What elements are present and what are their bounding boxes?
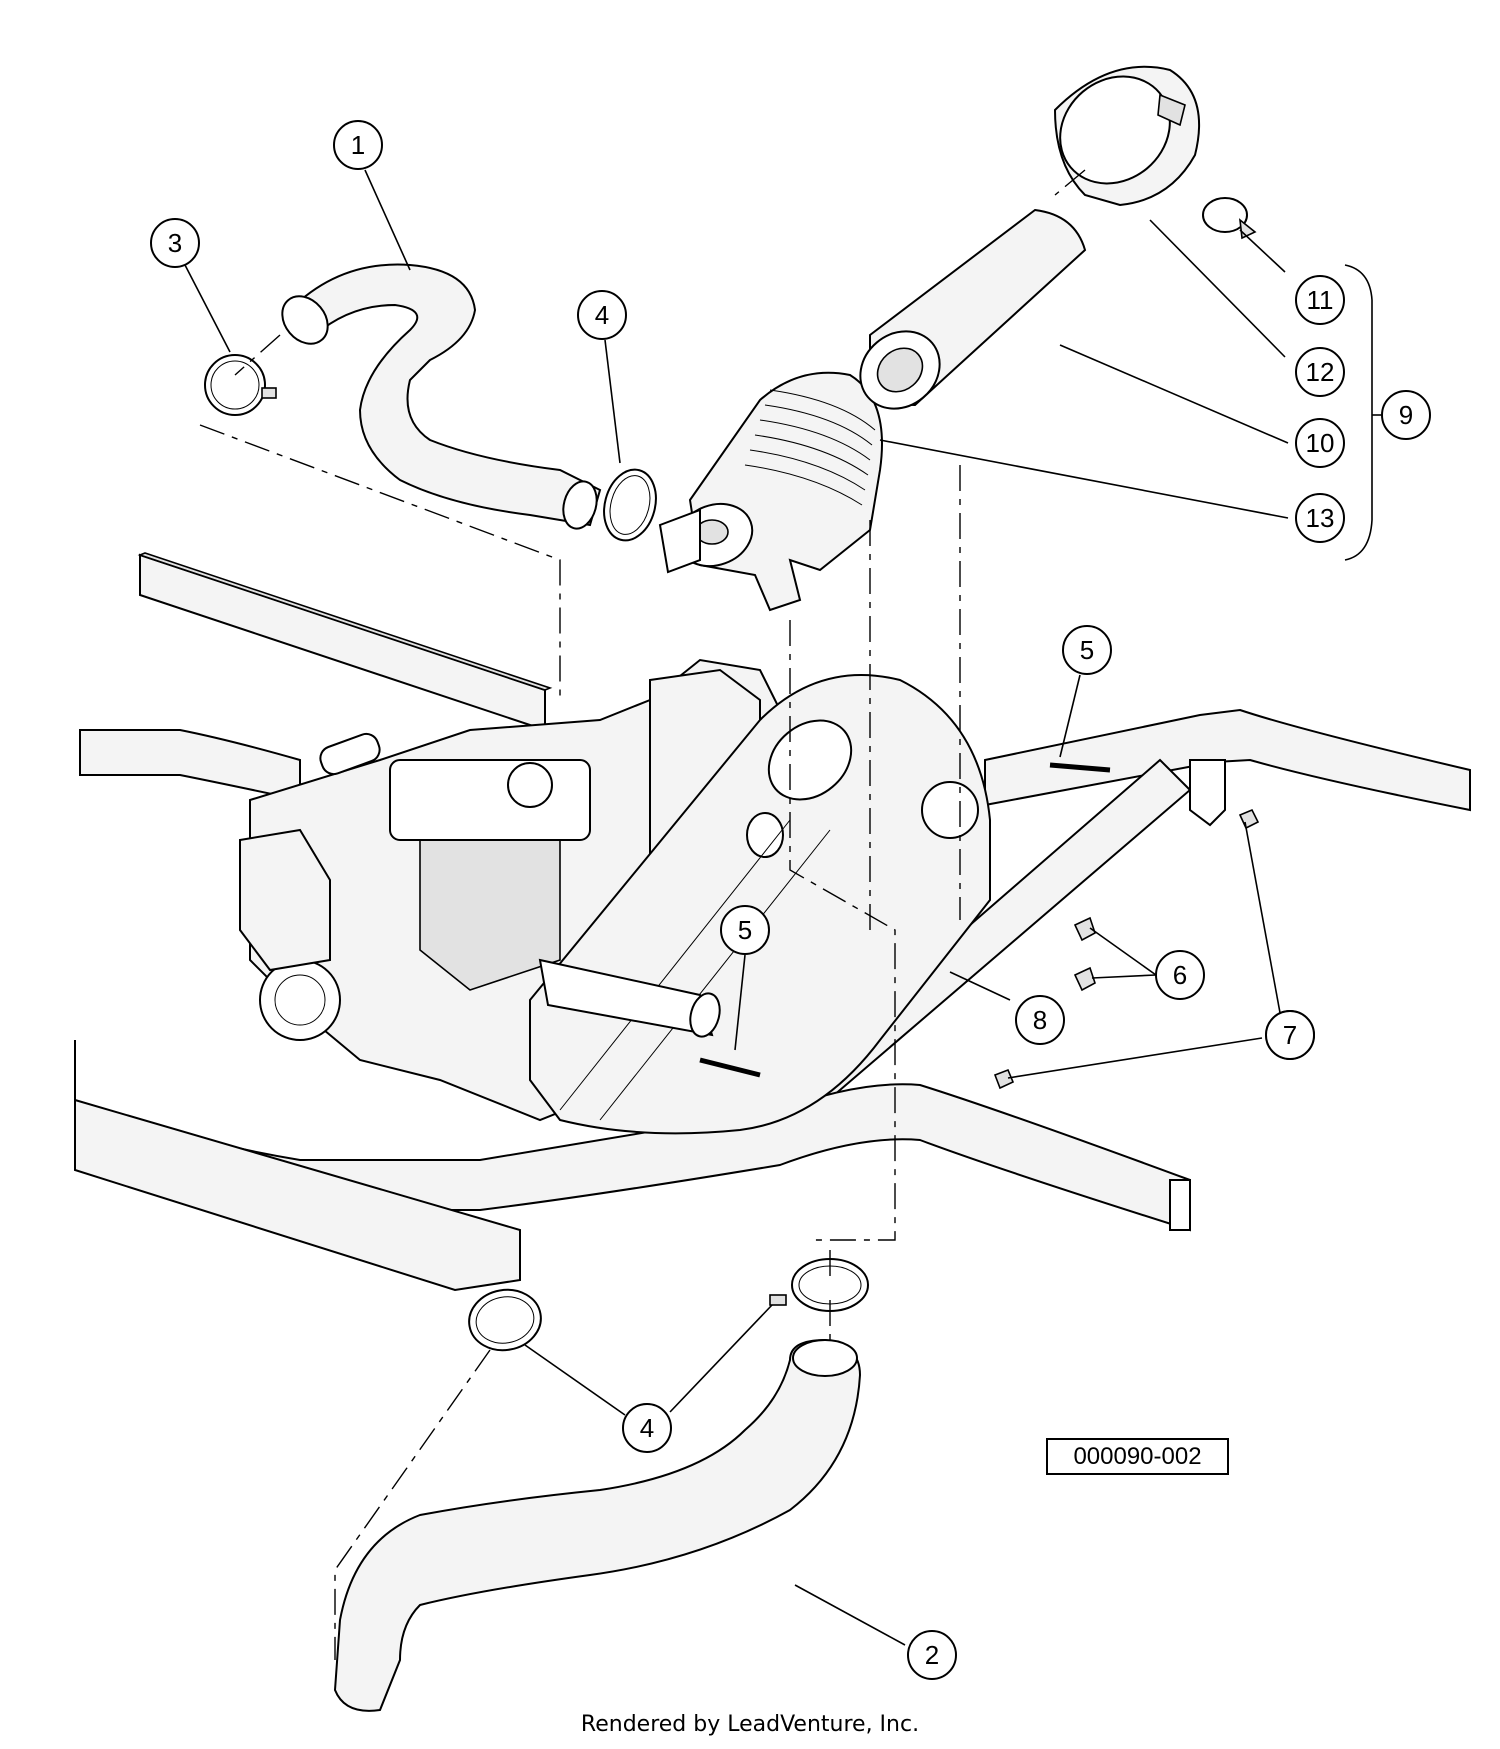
callout-7-lower: 7 (1265, 1010, 1315, 1060)
cover-12 (1053, 65, 1201, 207)
callout-13-label: 13 (1306, 503, 1335, 533)
callout-13: 13 (1295, 493, 1345, 543)
callout-2-label: 2 (925, 1640, 939, 1670)
callout-6: 6 (1155, 950, 1205, 1000)
callout-5-upper: 5 (1062, 625, 1112, 675)
callout-1-label: 1 (351, 130, 365, 160)
fasteners (699, 762, 1260, 1090)
callout-8-label: 8 (1033, 1005, 1047, 1035)
callout-10: 10 (1295, 418, 1345, 468)
footer-credit: Rendered by LeadVenture, Inc. (580, 1712, 920, 1737)
hose-1 (281, 263, 602, 530)
callout-4-lower: 4 (622, 1403, 672, 1453)
callout-5-upper-label: 5 (1080, 635, 1094, 665)
intake-pipe (538, 958, 721, 1038)
hose-2 (333, 1338, 862, 1712)
callout-4-upper: 4 (577, 290, 627, 340)
callout-4-lower-label: 4 (640, 1413, 654, 1443)
callout-12: 12 (1295, 347, 1345, 397)
callout-4-upper-label: 4 (595, 300, 609, 330)
callout-9-label: 9 (1399, 400, 1413, 430)
callout-9: 9 (1381, 390, 1431, 440)
callout-2: 2 (907, 1630, 957, 1680)
clamp-3 (204, 354, 277, 416)
callout-11: 11 (1295, 275, 1345, 325)
callout-11-label: 11 (1307, 285, 1334, 315)
callout-1: 1 (333, 120, 383, 170)
callout-12-label: 12 (1306, 357, 1335, 387)
valve-11 (1202, 197, 1257, 240)
air-cleaner (658, 371, 883, 612)
reference-code: 000090-002 (1046, 1438, 1229, 1475)
callout-5-lower: 5 (720, 905, 770, 955)
clamp-4-upper (603, 468, 657, 542)
filter-element-10 (859, 208, 1087, 410)
callout-5-lower-label: 5 (738, 915, 752, 945)
callout-3: 3 (150, 218, 200, 268)
callout-3-label: 3 (168, 228, 182, 258)
callout-8: 8 (1015, 995, 1065, 1045)
callout-6-label: 6 (1173, 960, 1187, 990)
callout-10-label: 10 (1306, 428, 1335, 458)
callout-7-lower-label: 7 (1283, 1020, 1297, 1050)
leader-lines (184, 169, 1382, 1646)
assembly-lines (199, 169, 1086, 1660)
